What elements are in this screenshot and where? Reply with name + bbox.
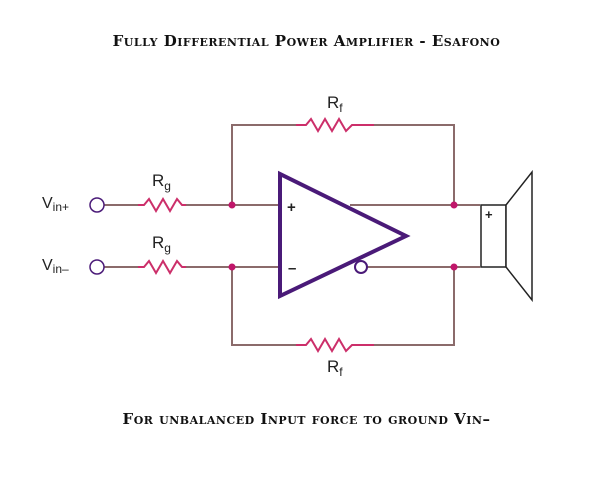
label-rg-top-main: R [152,171,164,190]
terminal-vin-minus [89,259,105,275]
label-rf-bottom: Rf [327,357,343,379]
resistor-rf-top [296,117,374,133]
wire-feedback-bottom-left [231,267,296,346]
label-rf-top-main: R [327,93,339,112]
wire-feedback-bottom-right [374,267,455,346]
terminal-vin-plus [89,197,105,213]
speaker-cone [505,169,533,303]
label-rf-bottom-main: R [327,357,339,376]
label-rf-top: Rf [327,93,343,115]
resistor-rf-bottom [296,337,374,353]
speaker-plus-sign: + [485,207,493,222]
label-vin-minus-sub: in– [53,262,69,276]
label-rf-bottom-sub: f [339,365,343,379]
diagram-title: Fully Differential Power Amplifier - Esa… [112,32,501,50]
wire-feedback-top-right [374,124,455,205]
label-rf-top-sub: f [339,101,343,115]
resistor-rg-bottom [138,259,186,275]
label-vin-plus-sub: in+ [53,200,69,214]
label-rg-bottom-main: R [152,233,164,252]
label-rg-top: Rg [152,171,171,193]
label-rg-bottom-sub: g [164,241,171,255]
junction-node [228,263,236,271]
resistor-rg-top [138,197,186,213]
wire-feedback-top-left [231,124,296,205]
label-vin-minus: Vin– [42,257,69,276]
footnote: For unbalanced Input force to ground Vin… [122,410,491,428]
speaker-magnet [480,204,507,268]
junction-node [228,201,236,209]
label-vin-plus-main: V [42,195,53,212]
opamp-triangle [278,170,411,300]
junction-node [450,263,458,271]
junction-node [450,201,458,209]
opamp-inverting-output-bubble [354,260,368,274]
opamp-inverting-sign: – [288,260,296,277]
label-vin-minus-main: V [42,257,53,274]
label-rg-bottom: Rg [152,233,171,255]
label-vin-plus: Vin+ [42,195,69,214]
label-rg-top-sub: g [164,179,171,193]
opamp-noninverting-sign: + [287,199,296,216]
